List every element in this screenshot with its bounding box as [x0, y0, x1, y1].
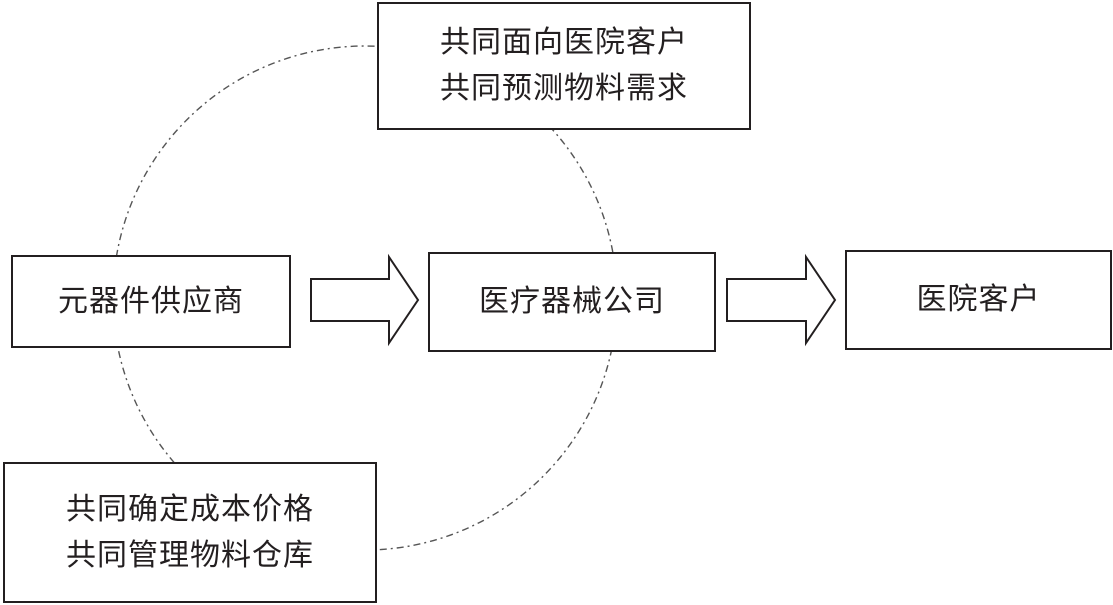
shared-cost-line-1: 共同确定成本价格 [66, 491, 314, 527]
hospital-customer-box: 医院客户 [845, 250, 1112, 350]
supplier-label: 元器件供应商 [58, 283, 244, 319]
arrow-supplier-to-company [310, 253, 420, 347]
hospital-customer-label: 医院客户 [916, 282, 1041, 317]
shared-forecast-box: 共同面向医院客户 共同预测物料需求 [377, 2, 751, 130]
device-company-label: 医疗器械公司 [479, 284, 665, 319]
shared-forecast-line-1: 共同面向医院客户 [440, 25, 688, 60]
supplier-box: 元器件供应商 [11, 255, 291, 348]
device-company-box: 医疗器械公司 [428, 252, 716, 352]
shared-cost-inventory-box: 共同确定成本价格 共同管理物料仓库 [3, 462, 377, 603]
arrow-company-to-customer [726, 253, 837, 347]
shared-forecast-line-2: 共同预测物料需求 [440, 71, 688, 106]
shared-inventory-line-2: 共同管理物料仓库 [66, 537, 314, 573]
